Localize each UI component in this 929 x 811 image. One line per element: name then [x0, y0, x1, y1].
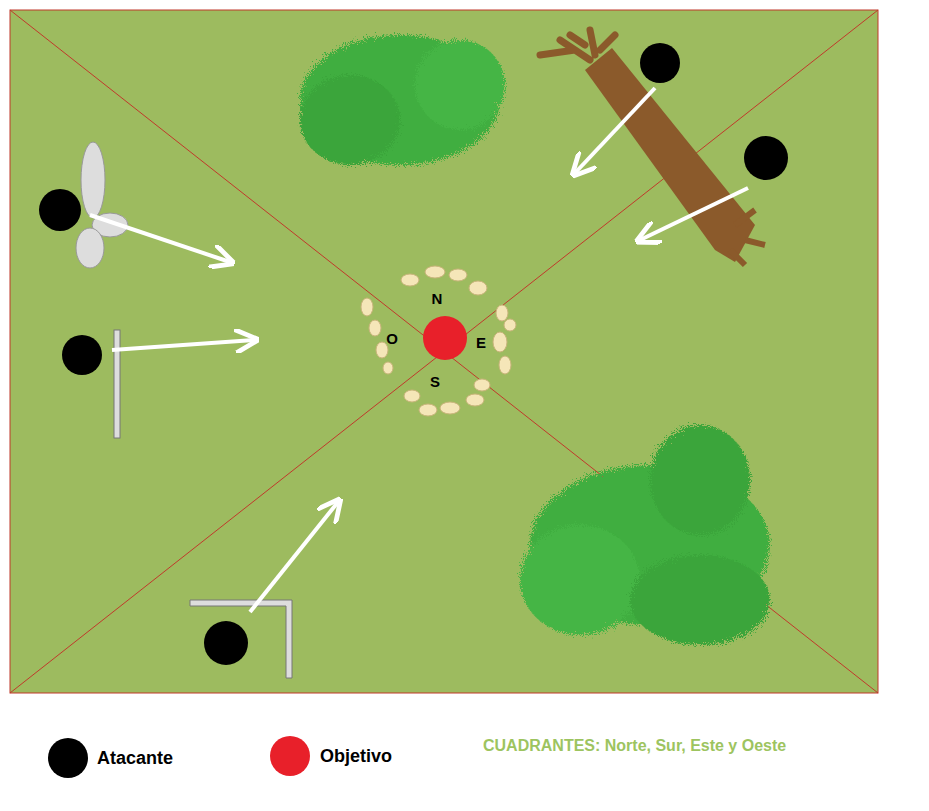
- stone-ring: [361, 266, 516, 416]
- legend-text: Objetivo: [320, 746, 392, 767]
- objective: [423, 316, 467, 360]
- propeller-obstacle: [76, 142, 128, 268]
- bush: [520, 425, 770, 645]
- compass-letter: E: [476, 334, 486, 351]
- fallen-tree: [540, 30, 765, 265]
- quadrant-line: [10, 10, 878, 693]
- field: [10, 10, 878, 693]
- legend-swatch: [48, 738, 88, 778]
- compass-letter: N: [432, 290, 443, 307]
- compass-letter: O: [386, 330, 398, 347]
- wall-corner: [190, 600, 292, 678]
- pole-obstacle: [114, 330, 120, 438]
- quadrant-note: CUADRANTES: Norte, Sur, Este y Oeste: [483, 737, 786, 755]
- quadrant-line: [10, 10, 878, 693]
- attack-arrow: [90, 88, 748, 612]
- legend-swatch: [270, 736, 310, 776]
- legend-text: Atacante: [97, 748, 173, 769]
- compass-letter: S: [430, 373, 440, 390]
- attacker: [39, 43, 788, 665]
- bush: [300, 35, 505, 165]
